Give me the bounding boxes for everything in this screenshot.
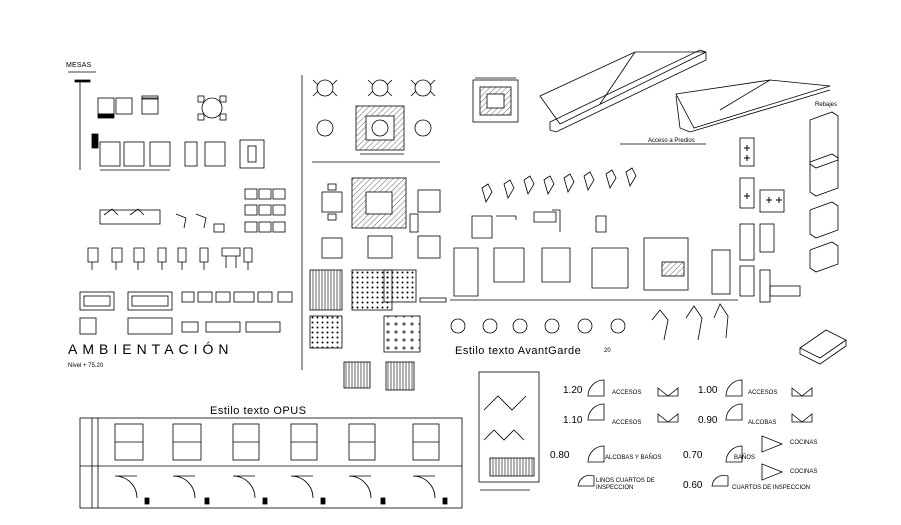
legend-dim: 0.90 [698,415,718,426]
dining-sets-block [301,75,447,391]
mesas-label: MESAS [66,62,92,69]
ramps-block [539,49,831,145]
sink-fixtures [739,137,801,303]
legend-dim: 1.10 [563,415,583,426]
legend-text: ACCESOS [748,390,778,396]
legend-text: BAÑOS [734,455,756,461]
rebajes-label: Rebajes [815,102,838,108]
legend-dim: 0.80 [550,450,570,461]
wheelchairs-row [450,303,729,341]
stools-row [481,167,637,203]
ambientacion-title: AMBIENTACIÓN [68,341,234,357]
elevator-plan [472,77,519,123]
sofas-block [79,291,293,335]
legend-text: LINOS CUARTOS DE INSPECCION [596,478,655,491]
legend-dim: 1.20 [563,385,583,396]
avant-num-label: 20 [604,348,611,354]
legend-dim: 1.00 [698,385,718,396]
mesas-tables-block [68,71,265,171]
desks-chairs-block [99,188,286,233]
legend-text: ALCOBAS Y BAÑOS [605,455,662,461]
door-schedule-table [79,417,463,509]
acceso-predios-label: Acceso a Predios [648,138,695,144]
legend-text: COCINAS [790,440,818,446]
legend-text: ACCESOS [612,420,642,426]
legend-text: ALCOBAS [748,420,777,426]
legend-dim: 0.60 [683,480,703,491]
curbs-block [799,111,847,365]
legend-dim: 0.70 [683,450,703,461]
chair-elevations-row [87,247,253,270]
nivel-label: Nivel + 75.20 [68,363,104,369]
estilo-opus-label: Estilo texto OPUS [210,405,307,417]
legend-text: CUARTOS DE INSPECCION [732,485,811,491]
legend-text: ACCESOS [612,390,642,396]
stair-section [478,371,540,491]
counters-elevations [450,209,738,301]
legend-text: COCINAS [790,469,818,475]
door-legend-symbols [577,379,813,487]
estilo-avant-label: Estilo texto AvantGarde [455,345,582,357]
